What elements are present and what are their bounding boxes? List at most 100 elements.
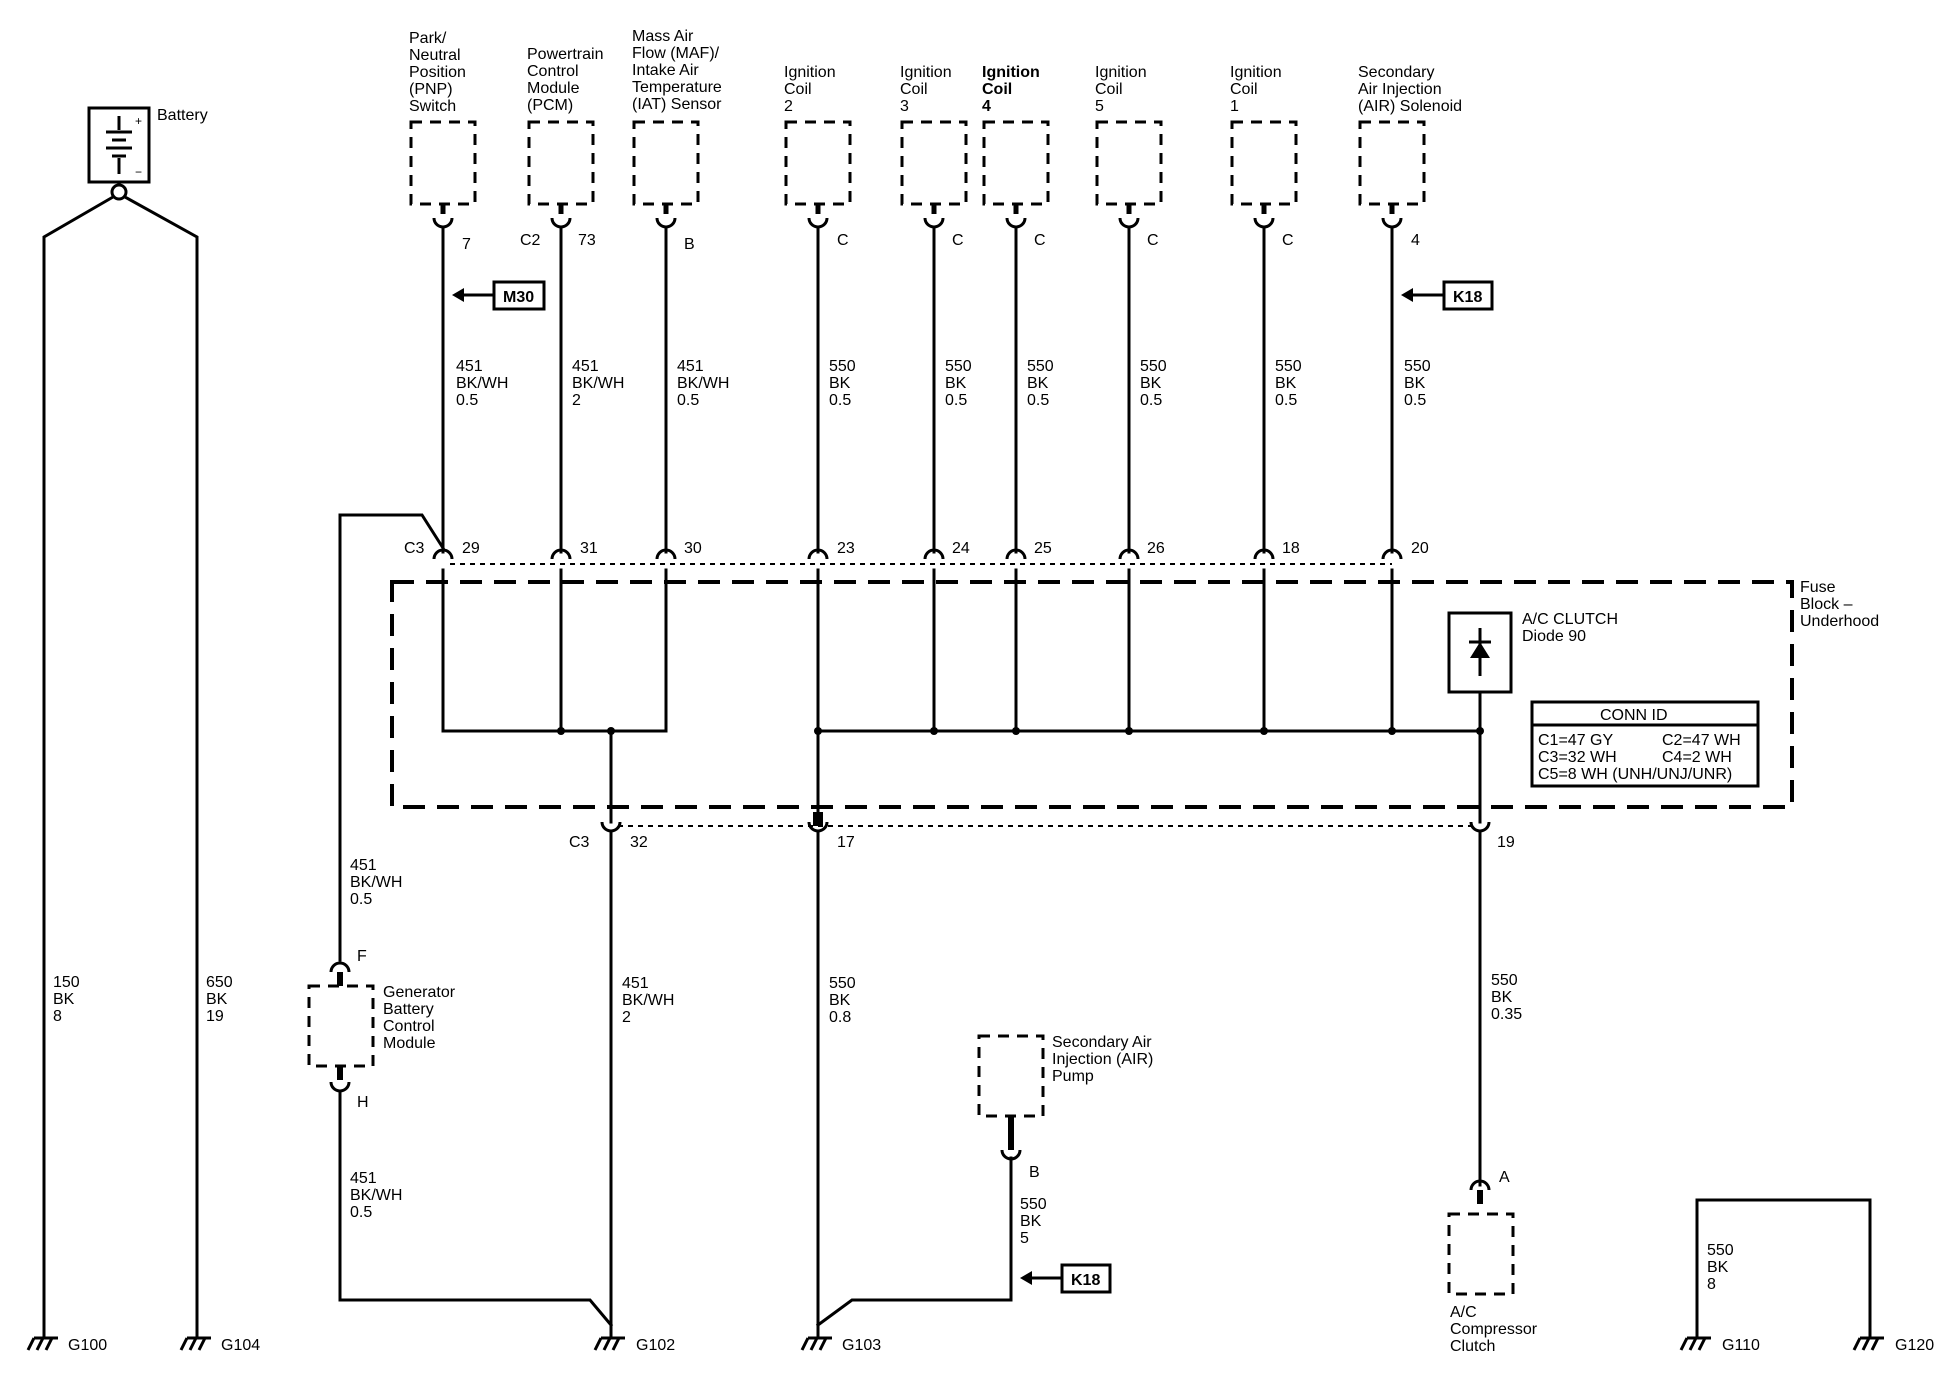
pcm-circuit: C2 73	[520, 202, 596, 554]
air-sol-label-1: Secondary	[1358, 64, 1435, 81]
coil2-label-3: 2	[784, 98, 793, 115]
gbcm-box	[307, 984, 375, 1068]
pcm-label-3: Module	[527, 80, 580, 97]
gbcm-pin-f: F	[357, 948, 367, 965]
coil4-circuit: C	[1005, 202, 1046, 554]
pcm-box	[527, 120, 595, 206]
ground-g120: G120	[1852, 1336, 1934, 1354]
fuse-pin-30: 30	[684, 540, 702, 557]
fuse-pin-29: 29	[462, 540, 480, 557]
fuse-pin-18: 18	[1282, 540, 1300, 557]
ref-m30-label: M30	[503, 289, 534, 306]
gbcm-pin-h: H	[357, 1094, 369, 1111]
coil2-circuit: C	[807, 202, 849, 554]
maf-label-4: Temperature	[632, 79, 722, 96]
coil2-box	[784, 120, 852, 206]
air-pump-pin: B	[1029, 1164, 1040, 1181]
coil5-label-1: Ignition	[1095, 64, 1147, 81]
maf-label-5: (IAT) Sensor	[632, 96, 722, 113]
coil1-box	[1230, 120, 1298, 206]
pnp-label-4: (PNP)	[409, 81, 453, 98]
pnp-label-2: Neutral	[409, 47, 461, 64]
pcm-conn: C2	[520, 232, 541, 249]
fuse-pin-20: 20	[1411, 540, 1429, 557]
fuse-pin-23: 23	[837, 540, 855, 557]
coil2-label-1: Ignition	[784, 64, 836, 81]
pcm-pin: 73	[578, 232, 596, 249]
ref-m30: M30	[452, 280, 546, 311]
g104-label: G104	[221, 1337, 260, 1354]
maf-label-3: Intake Air	[632, 62, 699, 79]
g110-label: G110	[1722, 1337, 1760, 1354]
battery-minus: −	[135, 165, 142, 179]
ac-clutch-pin: A	[1499, 1169, 1510, 1186]
fuse-pin-17: 17	[837, 834, 855, 851]
g103-label: G103	[842, 1337, 881, 1354]
pnp-switch-box	[409, 120, 477, 206]
coil4-label-2: Coil	[982, 81, 1012, 98]
conn-id-c3: C3=32 WH	[1538, 749, 1617, 766]
g102-label: G102	[636, 1337, 675, 1354]
ground-g103: G103	[800, 1336, 881, 1354]
pcm-label-1: Powertrain	[527, 46, 603, 63]
coil3-pin: C	[952, 232, 964, 249]
conn-id-table: CONN ID C1=47 GY C2=47 WH C3=32 WH C4=2 …	[1530, 700, 1760, 788]
pnp-label-1: Park/	[409, 30, 447, 47]
pcm-label-2: Control	[527, 63, 579, 80]
ref-k18-top: K18	[1401, 280, 1494, 311]
coil4-label-3: 4	[982, 98, 991, 115]
battery-plus: +	[135, 114, 142, 128]
ref-k18-top-label: K18	[1453, 289, 1482, 306]
coil5-label-3: 5	[1095, 98, 1104, 115]
coil2-label-2: Coil	[784, 81, 812, 98]
coil4-box	[982, 120, 1050, 206]
fuse-pin-32: 32	[630, 834, 648, 851]
maf-pin: B	[684, 236, 695, 253]
coil1-label-1: Ignition	[1230, 64, 1282, 81]
coil5-label-2: Coil	[1095, 81, 1123, 98]
air-solenoid-box	[1358, 120, 1426, 206]
ground-g102: G102	[593, 1336, 675, 1354]
air-sol-label-3: (AIR) Solenoid	[1358, 98, 1462, 115]
fuse-pin-25: 25	[1034, 540, 1052, 557]
fuse-pin-19: 19	[1497, 834, 1515, 851]
fuse-pin-24: 24	[952, 540, 970, 557]
air-pump-box	[977, 1034, 1045, 1118]
coil3-label-2: Coil	[900, 81, 928, 98]
conn-id-c5: C5=8 WH (UNH/UNJ/UNR)	[1538, 766, 1732, 783]
pnp-label-5: Switch	[409, 98, 456, 115]
coil3-circuit: C	[923, 202, 964, 554]
coil4-label-1: Ignition	[982, 64, 1040, 81]
conn-id-title: CONN ID	[1600, 707, 1668, 724]
